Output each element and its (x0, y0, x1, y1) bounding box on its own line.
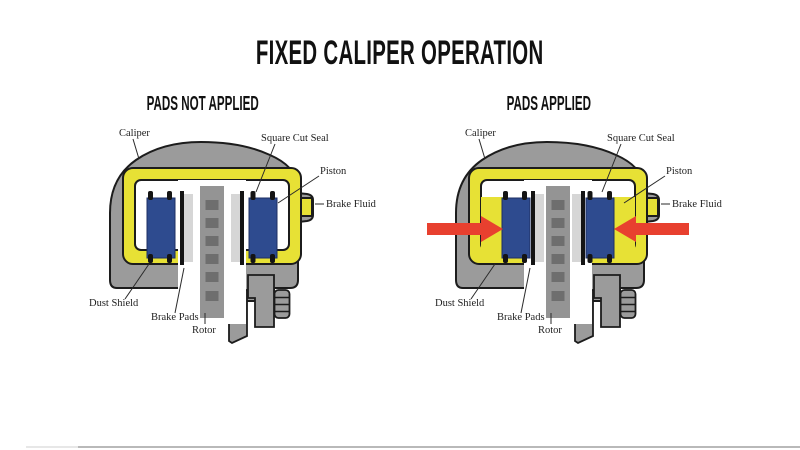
dust-shield-dot (167, 254, 172, 263)
pad-backing-left (180, 191, 184, 265)
label-caliper: Caliper (119, 128, 150, 139)
dust-shield-dot (522, 254, 527, 263)
label-brake-pads: Brake Pads (151, 312, 199, 323)
square-cut-seal-dot (607, 191, 612, 200)
leader-piston (277, 175, 320, 204)
square-cut-seal-dot (167, 191, 172, 200)
square-cut-seal-dot (270, 191, 275, 200)
rotor (546, 186, 570, 318)
leader-dust-shield (124, 263, 150, 300)
label-rotor: Rotor (538, 325, 562, 336)
rotor-vent-slot (551, 254, 565, 264)
piston-left (146, 191, 176, 263)
rotor-vent-slot (551, 272, 565, 282)
diagram-labels: Caliper Square Cut Seal Piston Brake Flu… (435, 128, 723, 336)
timeline-scrubber[interactable] (26, 446, 800, 448)
caliper-bracket (247, 274, 275, 328)
square-cut-seal-dot (587, 191, 593, 200)
rotor-vent-slot (205, 254, 219, 264)
square-cut-seal-dot (250, 191, 256, 200)
leader-square-cut-seal (601, 143, 622, 193)
rotor-vent-slot (205, 291, 219, 301)
panel-heading: PADS NOT APPLIED (77, 94, 329, 114)
timeline-scrubber-track (78, 446, 800, 448)
label-caliper: Caliper (465, 128, 496, 139)
caliper-diagram: Caliper Square Cut Seal Piston Brake Flu… (89, 128, 377, 345)
pad-backing-left (531, 191, 535, 265)
label-brake-fluid: Brake Fluid (326, 199, 377, 210)
dust-shield-dot (270, 254, 275, 263)
label-brake-fluid: Brake Fluid (672, 199, 723, 210)
label-piston: Piston (666, 166, 693, 177)
dust-shield-dot (250, 254, 256, 263)
rotor-vent-slot (551, 291, 565, 301)
page-title-text: FIXED CALIPER OPERATION (256, 34, 544, 72)
force-arrow-right (614, 216, 689, 242)
rotor-vent-slot (551, 200, 565, 210)
label-square-cut-seal: Square Cut Seal (261, 133, 329, 144)
mounting-bolt-threads (620, 296, 636, 313)
label-dust-shield: Dust Shield (89, 298, 139, 309)
label-dust-shield: Dust Shield (435, 298, 485, 309)
leader-brake-pads (520, 267, 531, 314)
panel-heading-text: PADS APPLIED (506, 93, 592, 115)
piston-right (585, 191, 615, 263)
page-title: FIXED CALIPER OPERATION (0, 36, 800, 70)
leader-piston (623, 175, 666, 204)
leader-brake-pads (174, 267, 185, 314)
force-arrow-left (427, 216, 503, 242)
rotor-vent-slot (205, 236, 219, 246)
pad-backing-right (581, 191, 585, 265)
piston-right (248, 191, 278, 263)
panel-pads-applied: PADS APPLIED (423, 94, 723, 354)
panel-heading-text: PADS NOT APPLIED (146, 93, 260, 115)
square-cut-seal-dot (148, 191, 153, 200)
rotor-vent-slot (551, 218, 565, 228)
label-square-cut-seal: Square Cut Seal (607, 133, 675, 144)
leader-caliper (132, 138, 140, 160)
leader-dust-shield (470, 263, 496, 300)
brake-pad-left (180, 191, 193, 265)
brake-pad-right (572, 191, 585, 265)
rotor-vent-slot (205, 218, 219, 228)
label-rotor: Rotor (192, 325, 216, 336)
dust-shield-dot (148, 254, 153, 263)
diagram-labels: Caliper Square Cut Seal Piston Brake Flu… (89, 128, 377, 336)
panel-heading: PADS APPLIED (423, 94, 675, 114)
dust-shield-dot (503, 254, 508, 263)
rotor (200, 186, 224, 318)
caliper-diagram: Caliper Square Cut Seal Piston Brake Flu… (427, 128, 723, 345)
rotor-vent-slot (551, 236, 565, 246)
leader-caliper (478, 138, 486, 160)
brake-pad-left (531, 191, 544, 265)
square-cut-seal-dot (522, 191, 527, 200)
leader-square-cut-seal (255, 143, 276, 193)
brake-pad-right (231, 191, 244, 265)
square-cut-seal-dot (503, 191, 508, 200)
label-piston: Piston (320, 166, 347, 177)
dust-shield-dot (607, 254, 612, 263)
timeline-scrubber-start-segment (26, 446, 78, 448)
caliper-bracket (593, 274, 621, 328)
pad-backing-right (240, 191, 244, 265)
label-brake-pads: Brake Pads (497, 312, 545, 323)
rotor-vent-slot (205, 272, 219, 282)
piston-left (501, 191, 531, 263)
rotor-vent-slot (205, 200, 219, 210)
panel-pads-not-applied: PADS NOT APPLIED (77, 94, 377, 354)
panels-row: PADS NOT APPLIED (0, 94, 800, 354)
dust-shield-dot (587, 254, 593, 263)
mounting-bolt-threads (274, 296, 290, 313)
